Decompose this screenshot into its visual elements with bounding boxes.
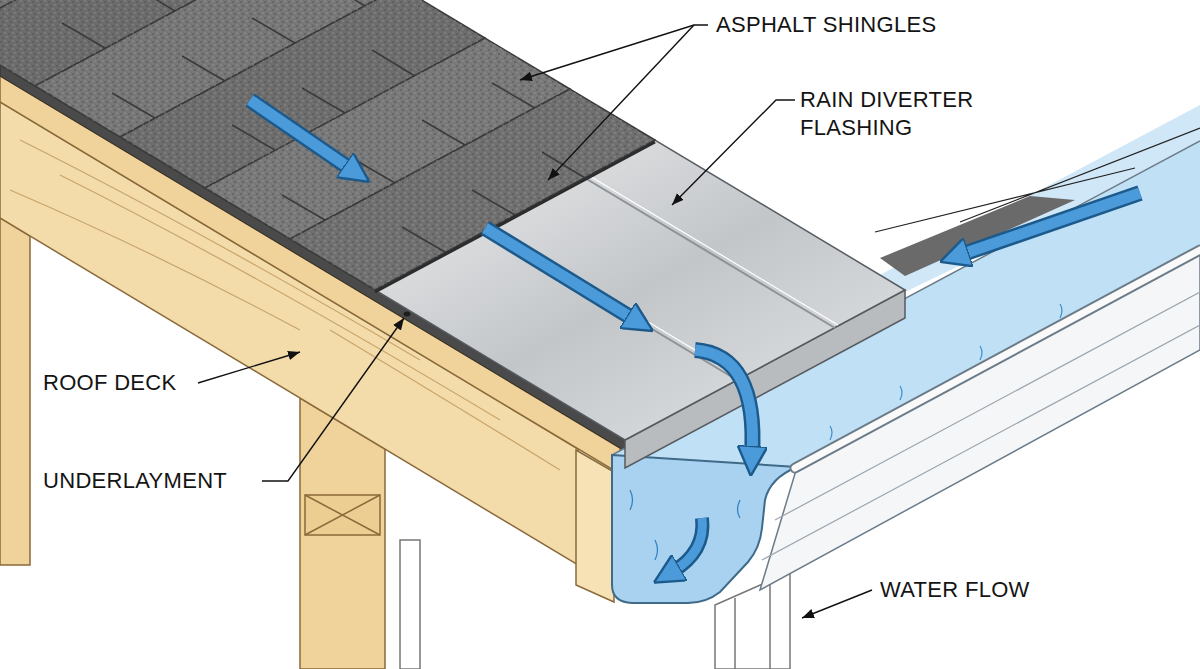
flow-arrow: [250, 100, 352, 170]
wall-beam: [0, 218, 30, 565]
leader-line: [520, 25, 708, 80]
nail-head: [404, 312, 411, 317]
gutter-end: [612, 455, 797, 603]
white-post: [400, 540, 420, 669]
shingle-slot: [0, 0, 585, 252]
callout-label: RAIN DIVERTER FLASHING: [800, 86, 1000, 142]
flow-arrow: [960, 193, 1140, 255]
callout-label: UNDERLAYMENT: [43, 467, 263, 495]
flow-arrow: [695, 350, 753, 455]
leader-line: [672, 100, 795, 205]
callout-label: ASPHALT SHINGLES: [716, 11, 1016, 39]
flow-arrow-outline: [960, 193, 1140, 255]
shingle-texture: [0, 0, 655, 290]
block-cross: [305, 495, 380, 535]
post-edge: [735, 582, 770, 669]
callout-label: ROOF DECK: [43, 369, 203, 397]
block: [305, 495, 380, 535]
flow-arrow: [485, 228, 635, 320]
flow-arrow-outline: [485, 228, 635, 320]
shingle-edge: [375, 142, 655, 292]
leader-line: [548, 25, 694, 180]
flashing-rib: [487, 178, 835, 380]
flow-arrow-outline: [250, 100, 352, 170]
leader-line: [198, 352, 300, 383]
flow-arrows: [250, 100, 1140, 572]
water-ripple: [630, 490, 740, 560]
flashing-rib: [490, 175, 838, 377]
fascia: [576, 450, 614, 602]
shingles: [0, 0, 655, 292]
flow-arrow-outline: [695, 350, 753, 455]
leader-line: [262, 318, 404, 481]
flow-arrow-outline: [672, 518, 702, 572]
flow-arrow: [672, 518, 702, 572]
leader-line: [802, 590, 872, 618]
leader-lines: [198, 25, 872, 618]
callout-label: WATER FLOW: [880, 576, 1080, 604]
